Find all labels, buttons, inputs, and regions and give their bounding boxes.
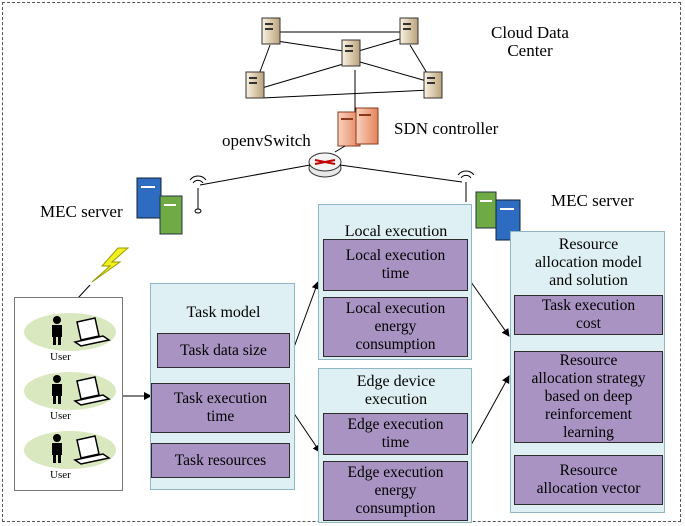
edge-execution-time-box: Edge execution time [323, 413, 468, 455]
left-mec-server-icon [136, 177, 183, 235]
edge-execution-energy-label: Edge execution energy consumption [347, 464, 444, 517]
user-label: User [50, 469, 71, 481]
local-execution-energy-label: Local execution energy consumption [345, 300, 446, 353]
local-execution-energy-box: Local execution energy consumption [323, 297, 468, 357]
task-resources-box: Task resources [151, 443, 290, 478]
openvswitch-label: openvSwitch [222, 131, 311, 150]
allocation-vector-label: Resource allocation vector [536, 462, 641, 497]
allocation-vector-box: Resource allocation vector [514, 455, 663, 505]
task-execution-time-box: Task execution time [151, 383, 290, 433]
drl-strategy-label: Resource allocation strategy based on de… [531, 352, 646, 441]
drl-strategy-box: Resource allocation strategy based on de… [514, 351, 663, 443]
local-execution-title: Local execution [344, 223, 448, 240]
user-panel: User User User [14, 297, 123, 491]
user-icons [24, 313, 116, 469]
edge-execution-energy-box: Edge execution energy consumption [323, 461, 468, 521]
task-data-size-label: Task data size [180, 341, 267, 359]
sdn-controller-label: SDN controller [394, 119, 499, 138]
user-label: User [50, 410, 71, 422]
mec-server-right-label: MEC server [551, 191, 634, 210]
resource-allocation-title: Resource allocation model and solution [534, 236, 643, 289]
right-antenna-icon [457, 170, 475, 202]
local-execution-time-label: Local execution time [345, 247, 446, 282]
task-model-title: Task model [186, 304, 261, 321]
wireless-link-icon [91, 247, 130, 283]
task-execution-cost-label: Task execution cost [541, 297, 636, 332]
edge-execution-time-label: Edge execution time [347, 416, 444, 451]
user-label: User [50, 351, 71, 363]
local-execution-time-box: Local execution time [323, 239, 468, 291]
task-data-size-box: Task data size [157, 333, 290, 368]
sdn-controller-icon [337, 107, 379, 147]
edge-execution-title: Edge device execution [356, 373, 436, 408]
task-resources-label: Task resources [174, 451, 267, 469]
task-execution-time-label: Task execution time [173, 390, 268, 425]
task-execution-cost-box: Task execution cost [514, 295, 663, 335]
cloud-data-center-label: Cloud Data Center [491, 23, 569, 60]
mec-server-left-label: MEC server [40, 202, 123, 221]
left-antenna-icon [189, 175, 207, 214]
openvswitch-icon [308, 152, 342, 178]
cloud-server-icons [245, 17, 443, 99]
